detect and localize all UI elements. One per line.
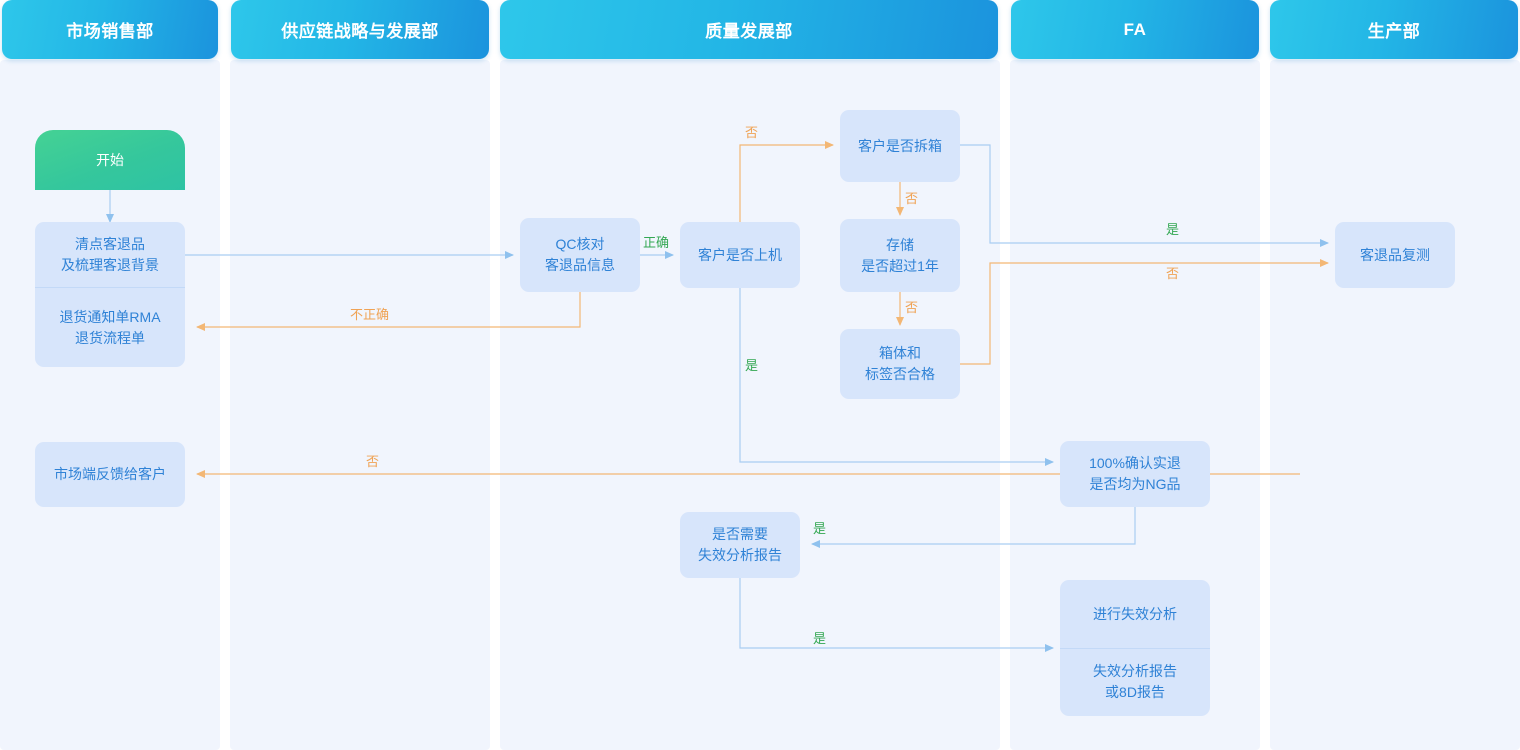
node-rma[interactable]: 退货通知单RMA 退货流程单 (35, 287, 185, 367)
edge-label-no-boxlabel: 否 (905, 300, 919, 315)
lane-header-fa[interactable]: FA (1011, 0, 1259, 59)
node-feedback[interactable]: 市场端反馈给客户 (35, 442, 185, 507)
lane-title-production: 生产部 (1367, 22, 1421, 41)
node-on-machine-line-0: 客户是否上机 (698, 246, 782, 263)
node-do-fa-line-0: 进行失效分析 (1093, 605, 1177, 622)
edge-label-yes-needfa: 是 (813, 631, 827, 646)
edge-label-no-ng: 否 (366, 454, 380, 469)
node-count[interactable]: 清点客退品 及梳理客退背景 (35, 222, 185, 287)
edge-label-correct: 正确 (643, 235, 670, 250)
edge-confirmng-to-needfa (811, 507, 1136, 548)
edge-label-incorrect: 不正确 (350, 307, 390, 322)
node-fa-report-line-0: 失效分析报告 (1093, 663, 1177, 679)
node-retest-line-0: 客退品复测 (1360, 246, 1430, 263)
edge-onmachine-to-confirmng (739, 288, 1054, 466)
node-qc-check-line-1: 客退品信息 (545, 257, 615, 273)
node-on-machine[interactable]: 客户是否上机 (680, 222, 800, 288)
node-confirm-ng[interactable]: 100%确认实退 是否均为NG品 (1060, 441, 1210, 507)
edge-onmachine-to-unboxed (739, 141, 834, 222)
lane-body-supply (230, 60, 490, 750)
node-fa-report-line-1: 或8D报告 (1105, 684, 1165, 700)
node-count-line-0: 清点客退品 (75, 235, 145, 252)
node-start[interactable]: 开始 (35, 130, 185, 190)
node-fa-report[interactable]: 失效分析报告 或8D报告 (1060, 648, 1210, 715)
lane-title-quality: 质量发展部 (705, 22, 793, 41)
lane-title-supply: 供应链战略与发展部 (281, 22, 439, 41)
lane-header-sales[interactable]: 市场销售部 (2, 0, 218, 59)
node-box-label[interactable]: 箱体和 标签否合格 (840, 329, 960, 399)
node-confirm-ng-line-0: 100%确认实退 (1089, 455, 1181, 471)
node-box-label-line-0: 箱体和 (879, 345, 921, 361)
node-need-fa[interactable]: 是否需要 失效分析报告 (680, 512, 800, 578)
node-retest[interactable]: 客退品复测 (1335, 222, 1455, 288)
edge-qc-to-rma (196, 292, 581, 331)
node-rma-line-1: 退货流程单 (75, 329, 145, 346)
node-rma-line-0: 退货通知单RMA (59, 308, 161, 325)
lane-body-production (1270, 60, 1520, 750)
edge-boxlabel-to-retest (960, 259, 1329, 365)
node-qc-check-line-0: QC核对 (555, 236, 605, 252)
edge-label-yes-onmach: 是 (745, 358, 759, 373)
lane-title-sales: 市场销售部 (66, 22, 154, 41)
lane-header-production[interactable]: 生产部 (1270, 0, 1518, 59)
lane-header-supply[interactable]: 供应链战略与发展部 (231, 0, 489, 59)
edge-label-no-unbox: 否 (745, 125, 759, 140)
node-count-line-1: 及梳理客退背景 (61, 256, 159, 273)
edge-unboxed-to-retest (960, 144, 1329, 247)
node-do-fa[interactable]: 进行失效分析 (1060, 580, 1210, 648)
node-need-fa-line-0: 是否需要 (712, 526, 768, 542)
node-start-line-0: 开始 (96, 151, 124, 168)
edge-label-no-retest: 否 (1166, 266, 1180, 281)
node-storage-1y-line-0: 存储 (886, 236, 914, 253)
lane-header-quality[interactable]: 质量发展部 (500, 0, 998, 59)
node-confirm-ng-line-1: 是否均为NG品 (1089, 476, 1181, 492)
node-unboxed-line-0: 客户是否拆箱 (858, 137, 942, 154)
node-unboxed[interactable]: 客户是否拆箱 (840, 110, 960, 182)
edge-label-no-storage: 否 (905, 191, 919, 206)
node-qc-check[interactable]: QC核对 客退品信息 (520, 218, 640, 292)
node-need-fa-line-1: 失效分析报告 (698, 547, 782, 563)
node-group-fa-reports: 进行失效分析 失效分析报告 或8D报告 (1060, 580, 1210, 716)
edge-needfa-to-dofa (739, 578, 1054, 652)
node-storage-1y[interactable]: 存储 是否超过1年 (840, 219, 960, 292)
node-storage-1y-line-1: 是否超过1年 (861, 257, 939, 274)
node-feedback-line-0: 市场端反馈给客户 (54, 466, 166, 482)
edge-label-yes-ng: 是 (813, 521, 827, 536)
edge-label-yes-unbox: 是 (1166, 222, 1180, 237)
lane-title-fa: FA (1123, 19, 1147, 39)
node-group-count-rma: 清点客退品 及梳理客退背景 退货通知单RMA 退货流程单 (35, 222, 185, 367)
node-box-label-line-1: 标签否合格 (865, 366, 935, 382)
